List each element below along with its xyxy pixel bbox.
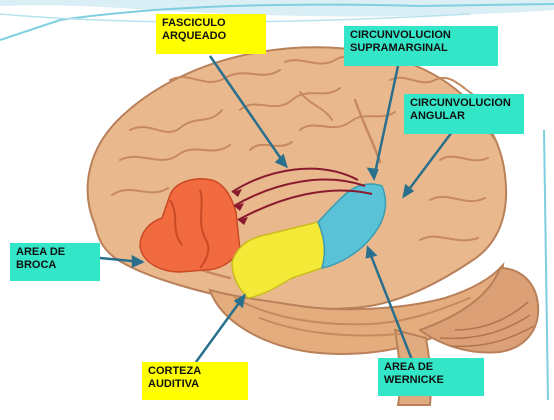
label-circunvolucion-angular: CIRCUNVOLUCION ANGULAR	[404, 94, 524, 134]
label-area-de-wernicke: AREA DE WERNICKE	[378, 358, 484, 396]
header-swoosh	[0, 0, 554, 17]
label-corteza-auditiva: CORTEZA AUDITIVA	[142, 362, 248, 400]
label-area-de-broca: AREA DE BROCA	[10, 243, 100, 281]
label-fasciculo-arqueado: FASCICULO ARQUEADO	[156, 14, 266, 54]
label-circunvolucion-supramarginal: CIRCUNVOLUCION SUPRAMARGINAL	[344, 26, 498, 66]
right-frame-line	[544, 130, 548, 400]
